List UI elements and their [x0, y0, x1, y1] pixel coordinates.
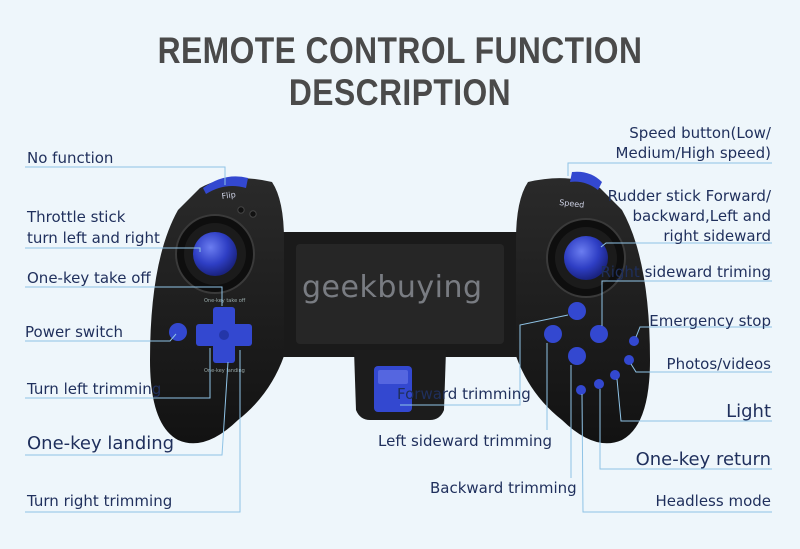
label-speed-line2: Medium/High speed): [615, 144, 771, 162]
left-sideward-trim-button: [544, 325, 562, 343]
watermark-logo: geekbuying: [302, 270, 483, 305]
throttle-stick: [193, 232, 237, 276]
svg-text:One-key landing: One-key landing: [204, 368, 245, 374]
label-speed-line1: Speed button(Low/: [629, 124, 771, 142]
label-turn-right-trimming: Turn right trimming: [27, 492, 173, 510]
photos-videos-button: [624, 355, 634, 365]
label-turn-left-trimming: Turn left trimming: [27, 380, 162, 398]
svg-text:One-key take off: One-key take off: [204, 298, 246, 304]
label-throttle-line2: turn left and right: [27, 229, 160, 247]
light-button: [610, 370, 620, 380]
label-rudder-line1: Rudder stick Forward/: [607, 187, 771, 205]
label-right-sideward-triming: Right sideward triming: [600, 263, 771, 281]
label-photos-videos: Photos/videos: [666, 355, 771, 373]
label-power-switch: Power switch: [25, 323, 124, 341]
one-key-return-button: [594, 379, 604, 389]
backward-trim-button: [568, 347, 586, 365]
emergency-stop-button: [629, 336, 639, 346]
label-throttle-line1: Throttle stick: [27, 208, 126, 226]
phone-holder-pad: [296, 244, 504, 344]
label-one-key-take-off: One-key take off: [27, 269, 151, 287]
label-emergency-stop: Emergency stop: [649, 312, 771, 330]
label-rudder-line3: right sideward: [663, 227, 771, 245]
headless-mode-button: [576, 385, 586, 395]
forward-trim-button: [568, 302, 586, 320]
label-one-key-return: One-key return: [635, 449, 771, 470]
speed-label: Speed: [559, 198, 585, 210]
page-title: REMOTE CONTROL FUNCTION DESCRIPTION: [157, 30, 643, 113]
label-rudder-line2: backward,Left and: [632, 207, 771, 225]
speed-shoulder-button: [570, 171, 602, 190]
flip-label: Flip: [221, 190, 236, 201]
label-no-function: No function: [27, 149, 114, 167]
label-light: Light: [726, 401, 771, 422]
rudder-stick: [564, 236, 608, 280]
label-forward-trimming: Forward trimming: [397, 385, 531, 403]
label-left-sideward-trimming: Left sideward trimming: [378, 432, 553, 450]
flip-shoulder-button: [203, 176, 248, 194]
label-backward-trimming: Backward trimming: [430, 479, 577, 497]
label-headless-mode: Headless mode: [655, 492, 771, 510]
label-one-key-landing: One-key landing: [27, 433, 175, 454]
right-sideward-trim-button: [590, 325, 608, 343]
